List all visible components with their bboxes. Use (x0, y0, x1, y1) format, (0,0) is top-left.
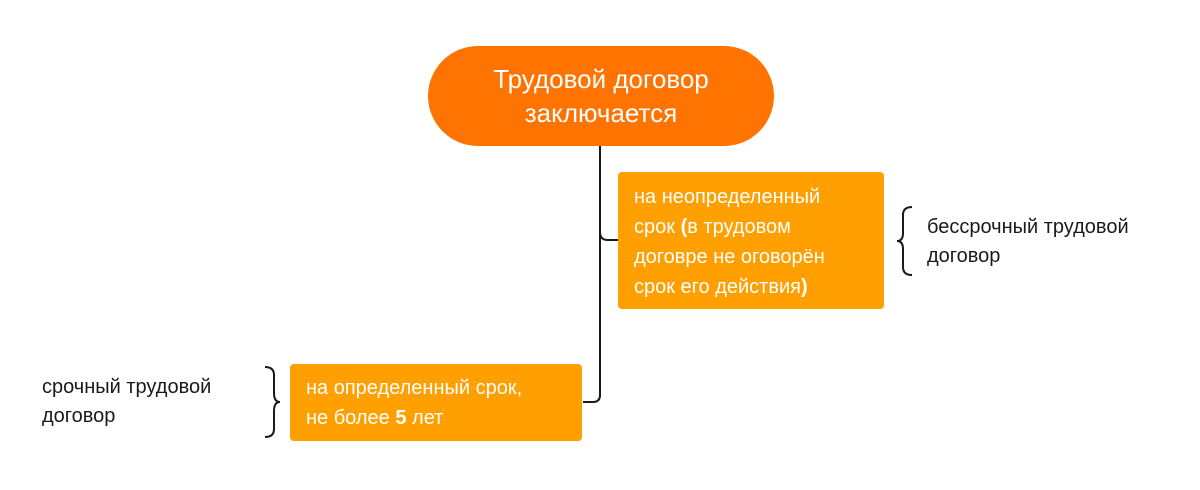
indefinite-label: бессрочный трудовой договор (927, 213, 1187, 271)
indefinite-label-line-2: договор (927, 245, 1001, 267)
indefinite-line-2-c: в трудовом (687, 216, 791, 238)
left-brace (264, 366, 281, 438)
indefinite-term-box: на неопределенный срок (в трудовом догов… (618, 172, 884, 309)
indefinite-line-4-a: срок его действия (634, 276, 801, 298)
fixed-label-line-2: договор (42, 405, 116, 427)
root-node: Трудовой договор заключается (428, 46, 774, 146)
indefinite-line-2: срок (в трудовом (634, 212, 872, 242)
fixed-line-2: не более 5 лет (306, 403, 570, 433)
fixed-line-2-c: лет (406, 407, 444, 429)
fixed-label: срочный трудовой договор (42, 373, 262, 431)
indefinite-line-3: договре не оговорён (634, 246, 825, 268)
fixed-years-number: 5 (395, 407, 407, 429)
indefinite-line-1: на неопределенный (634, 186, 821, 208)
root-line-1: Трудовой договор (493, 64, 709, 94)
fixed-line-1: на определенный срок, (306, 377, 523, 399)
indefinite-line-2-a: срок (634, 216, 681, 238)
right-brace (896, 206, 913, 276)
indefinite-open-paren: ( (680, 216, 688, 238)
indefinite-label-line-1: бессрочный трудовой (927, 216, 1129, 238)
main-connector (583, 146, 601, 403)
fixed-term-box: на определенный срок, не более 5 лет (290, 364, 582, 441)
indefinite-line-4: срок его действия) (634, 272, 872, 302)
indefinite-connector (599, 231, 618, 241)
fixed-label-line-1: срочный трудовой (42, 376, 212, 398)
root-line-2: заключается (524, 98, 678, 128)
indefinite-close-paren: ) (800, 276, 808, 298)
fixed-line-2-a: не более (306, 407, 396, 429)
